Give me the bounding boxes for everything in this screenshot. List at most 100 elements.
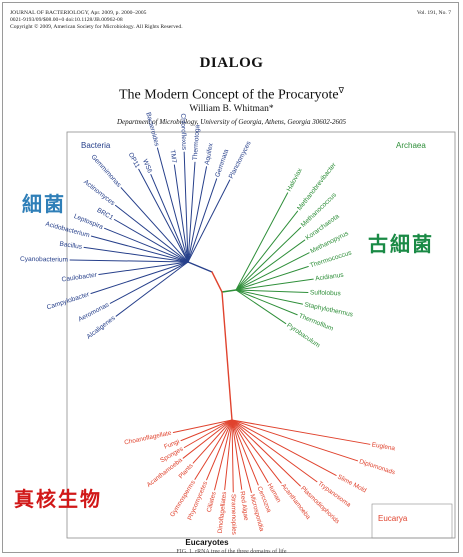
author-affiliation: Department of Microbiology, University o… (116, 118, 347, 126)
eukarya-taxon-label: Diplomonads (358, 458, 396, 476)
eukarya-taxon-label: Dinoflagellates (217, 491, 228, 533)
bacteria-taxon-label: WS6 (141, 158, 153, 174)
chinese-label-bacteria: 細菌 (22, 192, 66, 216)
bacteria-branch (90, 261, 189, 295)
bacteria-branch (150, 174, 189, 263)
bacteria-taxon-label: Planctomyces (228, 140, 253, 180)
eukarya-branch (231, 419, 243, 490)
volume-label: Vol. 191, No. 7 (416, 10, 451, 16)
bacteria-stem (187, 261, 213, 273)
archaea-taxon-label: Haloviax (286, 167, 304, 193)
author-name: William B. Whitman* (189, 104, 274, 114)
bacteria-branch (156, 147, 189, 263)
eukarya-branch (224, 419, 233, 491)
domain-label-bacteria: Bacteria (81, 141, 111, 150)
bacteria-taxon-label: Thermotoga (192, 124, 201, 160)
doi-line: 0021-9193/09/$08.00+0 doi:10.1128/JB.009… (10, 17, 123, 23)
eukarya-branch (231, 419, 371, 445)
archaea-taxon-label: Thermofilum (298, 312, 335, 332)
archaea-branch (235, 210, 299, 291)
bacteria-branch (115, 261, 189, 317)
section-heading: DIALOG (199, 55, 264, 71)
eukarya-branch (231, 419, 259, 486)
bacteria-branch (173, 164, 189, 263)
bacteria-branch (183, 151, 189, 263)
eukarya-branch (183, 419, 233, 448)
bacteria-branch (120, 187, 189, 263)
bacteria-taxon-label: Cyanobacterium (20, 256, 69, 264)
root-stem-archaea (221, 289, 237, 293)
eucarya-box (371, 503, 453, 539)
bacteria-branch (98, 261, 189, 276)
bacteria-branch (187, 179, 231, 263)
root-stem-bacteria (211, 271, 223, 293)
bacteria-taxon-label: OP11 (127, 152, 141, 170)
eukarya-branch (231, 419, 359, 462)
eukarya-branch (231, 419, 282, 484)
archaea-branch (235, 239, 306, 291)
archaea-taxon-label: Acidianus (315, 272, 345, 283)
eukarya-taxon-label: Stramenopiles (230, 494, 238, 535)
bacteria-branch (187, 178, 218, 263)
bacteria-branch (90, 235, 189, 263)
domain-label-archaea: Archaea (396, 141, 426, 150)
eukarya-branch (231, 419, 318, 483)
eukarya-branch (231, 419, 269, 483)
bacteria-taxon-label: TM7 (169, 149, 178, 163)
archaea-taxon-label: Sulfolobus (310, 289, 342, 297)
archaea-branch (235, 266, 309, 291)
eukarya-taxon-label: Slime Mold (336, 473, 368, 494)
eukarya-taxon-label: Ciliates (206, 491, 218, 513)
title-footnote-mark: ∇ (338, 86, 344, 95)
archaea-branch (235, 226, 302, 291)
eukarya-stem (221, 291, 233, 421)
archaea-branch (235, 278, 314, 291)
eukarya-taxon-label: Red Algae (238, 491, 249, 522)
eukarya-branch (194, 419, 233, 480)
archaea-branch (235, 289, 304, 305)
eukarya-branch (231, 419, 252, 493)
eukarya-branch (182, 419, 233, 459)
domain-label-eucarya: Eucarya (378, 514, 408, 523)
archaea-branch (235, 289, 298, 316)
bacteria-branch (109, 261, 189, 304)
bacteria-taxon-label: Bacillus (59, 241, 83, 251)
bacteria-taxon-label: Campylobacter (46, 291, 91, 312)
eukarya-branch (231, 419, 234, 493)
bacteria-taxon-label: Alcaligenes (86, 314, 118, 340)
page-frame (2, 2, 459, 553)
eukarya-branch (192, 419, 233, 464)
bacteria-branch (83, 246, 189, 263)
eukarya-branch (180, 419, 233, 442)
chinese-label-eukarya: 真核生物 (14, 487, 102, 511)
bacteria-branch (104, 227, 189, 263)
archaea-branch (235, 289, 287, 325)
bacteria-branch (187, 166, 208, 263)
eukarya-branch (206, 419, 233, 481)
bacteria-branch (138, 168, 189, 263)
bacteria-taxon-label: BRC1 (96, 207, 115, 222)
archaea-branch (235, 289, 309, 294)
bacteria-taxon-label: Actinomyces (82, 179, 116, 208)
eukarya-branch (231, 419, 337, 476)
journal-header: JOURNAL OF BACTERIOLOGY, Apr. 2009, p. 2… (10, 10, 183, 31)
chinese-label-archaea: 古細菌 (368, 232, 434, 256)
eucaryotes-label: Eucaryotes (185, 538, 229, 547)
bacteria-taxon-label: Gemmata (214, 148, 230, 178)
eukarya-branch (172, 419, 233, 433)
journal-line: JOURNAL OF BACTERIOLOGY, Apr. 2009, p. 2… (10, 10, 147, 16)
figure-caption: FIG. 1. rRNA tree of the three domains o… (176, 549, 287, 555)
archaea-branch (235, 252, 310, 291)
archaea-taxon-label: Methanobrevibacter (296, 161, 338, 212)
bacteria-branch (187, 161, 196, 263)
eukarya-branch (231, 419, 301, 487)
bacteria-branch (115, 204, 189, 263)
bacteria-branch (113, 219, 189, 263)
bacteria-taxon-label: Bacteroides (144, 112, 160, 148)
bacteria-branch (69, 259, 189, 263)
eukarya-branch (214, 419, 233, 491)
bacteria-taxon-label: Aquifex (204, 142, 215, 166)
eukarya-taxon-label: Euglena (371, 441, 396, 452)
copyright-line: Copyright © 2009, American Society for M… (10, 24, 183, 30)
